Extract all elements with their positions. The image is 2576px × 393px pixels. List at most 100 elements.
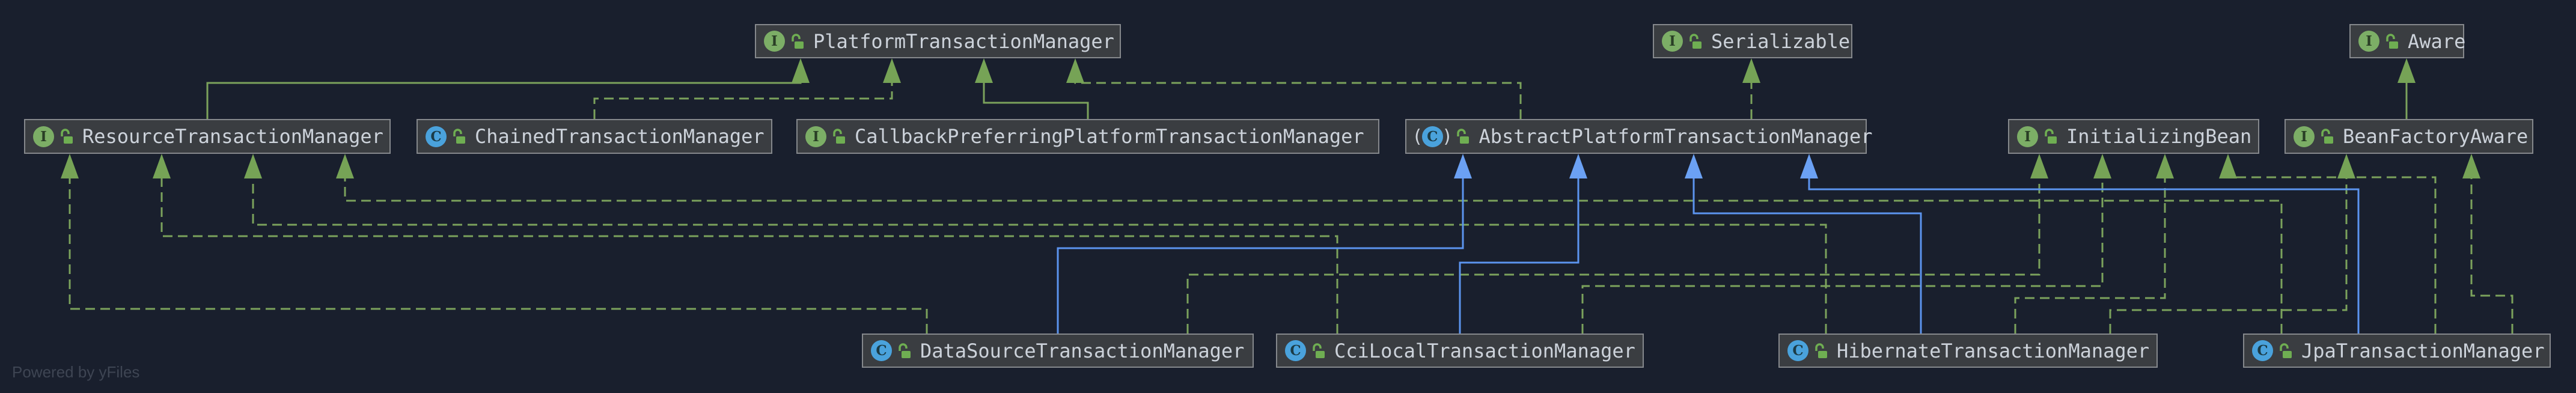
public-lock-icon: [1815, 343, 1827, 358]
interface-icon: I: [2017, 126, 2038, 147]
yfiles-watermark: Powered by yFiles: [12, 363, 140, 381]
interface-icon-group: I: [33, 126, 74, 147]
edge-extends-data-source-transaction-manager-to-abstract-platform-transaction-manager: [1057, 177, 1464, 334]
interface-icon-group: I: [1662, 31, 1703, 52]
class-node-serializable[interactable]: I Serializable: [1653, 24, 1852, 58]
implements-arrowhead-icon: [61, 154, 79, 178]
interface-icon: I: [764, 31, 785, 52]
edge-implements-jpa-transaction-manager-to-initializing-bean: [2228, 176, 2437, 334]
public-lock-icon: [61, 129, 73, 144]
public-lock-icon: [899, 343, 911, 358]
interface-icon: I: [805, 126, 826, 147]
extends-arrowhead-icon: [2397, 58, 2416, 83]
class-node-chained-transaction-manager[interactable]: C ChainedTransactionManager: [417, 119, 772, 154]
edge-extends-resource-transaction-manager-to-platform-transaction-manager: [206, 82, 802, 119]
class-node-label: JpaTransactionManager: [2301, 339, 2545, 362]
edge-extends-jpa-transaction-manager-to-abstract-platform-transaction-manager: [1808, 177, 2360, 334]
edge-implements-abstract-platform-transaction-manager-to-platform-transaction-manager: [1074, 82, 1522, 119]
abstract-class-icon-group: (C): [1414, 126, 1470, 147]
interface-icon: I: [2358, 31, 2379, 52]
implements-arrowhead-icon: [2337, 154, 2355, 178]
interface-icon-group: I: [764, 31, 805, 52]
class-icon-group: C: [2252, 340, 2293, 361]
class-node-resource-transaction-manager[interactable]: I ResourceTransactionManager: [24, 119, 391, 154]
interface-icon-group: I: [805, 126, 846, 147]
class-node-abstract-platform-transaction-manager[interactable]: (C) AbstractPlatformTransactionManager: [1405, 119, 1872, 154]
interface-icon-group: I: [2358, 31, 2399, 52]
interface-icon: I: [2294, 126, 2315, 147]
public-lock-icon: [2386, 33, 2398, 49]
implements-arrowhead-icon: [2156, 154, 2174, 178]
class-node-label: InitializingBean: [2066, 125, 2252, 148]
class-node-jpa-transaction-manager[interactable]: C JpaTransactionManager: [2243, 334, 2551, 368]
public-lock-icon: [2280, 343, 2292, 358]
class-icon: C: [1787, 340, 1808, 361]
public-lock-icon: [792, 33, 804, 49]
public-lock-icon: [833, 129, 845, 144]
class-node-label: ChainedTransactionManager: [475, 125, 765, 148]
class-icon-group: C: [871, 340, 912, 361]
edge-extends-callback-preferring-platform-transaction-manager-to-platform-transaction-manager: [983, 82, 1089, 119]
interface-icon: I: [1662, 31, 1683, 52]
implements-arrowhead-icon: [2093, 154, 2111, 178]
extends-arrowhead-icon: [792, 58, 810, 83]
class-icon: C: [2252, 340, 2273, 361]
public-lock-icon: [2321, 129, 2333, 144]
extends-arrowhead-icon: [1685, 154, 1703, 178]
edge-implements-hibernate-transaction-manager-to-resource-transaction-manager: [252, 177, 1827, 334]
edge-implements-hibernate-transaction-manager-to-initializing-bean: [2014, 177, 2166, 334]
extends-arrowhead-icon: [1569, 154, 1587, 178]
class-node-label: AbstractPlatformTransactionManager: [1479, 125, 1873, 148]
class-node-label: HibernateTransactionManager: [1837, 339, 2150, 362]
implements-arrowhead-icon: [2030, 154, 2048, 178]
implements-arrowhead-icon: [153, 154, 171, 178]
abstract-paren: ): [1443, 126, 1451, 147]
implements-arrowhead-icon: [336, 154, 354, 178]
interface-icon-group: I: [2017, 126, 2058, 147]
edge-implements-chained-transaction-manager-to-platform-transaction-manager: [593, 82, 893, 119]
abstract-class-icon: C: [1421, 126, 1443, 147]
implements-arrowhead-icon: [2462, 154, 2480, 178]
class-node-hibernate-transaction-manager[interactable]: C HibernateTransactionManager: [1778, 334, 2158, 368]
class-node-aware[interactable]: I Aware: [2349, 24, 2466, 58]
edge-implements-data-source-transaction-manager-to-resource-transaction-manager: [69, 177, 928, 334]
edge-extends-cci-local-transaction-manager-to-abstract-platform-transaction-manager: [1459, 177, 1579, 334]
edge-extends-hibernate-transaction-manager-to-abstract-platform-transaction-manager: [1692, 177, 1922, 334]
class-icon: C: [871, 340, 892, 361]
implements-arrowhead-icon: [883, 58, 901, 83]
class-node-cci-local-transaction-manager[interactable]: C CciLocalTransactionManager: [1276, 334, 1644, 368]
edge-implements-jpa-transaction-manager-to-bean-factory-aware: [2470, 177, 2513, 334]
edge-implements-cci-local-transaction-manager-to-resource-transaction-manager: [160, 177, 1338, 334]
class-node-bean-factory-aware[interactable]: I BeanFactoryAware: [2285, 119, 2533, 154]
class-icon-group: C: [1285, 340, 1326, 361]
public-lock-icon: [1689, 33, 1702, 49]
implements-arrowhead-icon: [1742, 58, 1760, 83]
class-node-platform-transaction-manager[interactable]: I PlatformTransactionManager: [755, 24, 1121, 58]
class-node-initializing-bean[interactable]: I InitializingBean: [2008, 119, 2259, 154]
interface-icon-group: I: [2294, 126, 2334, 147]
edge-implements-data-source-transaction-manager-to-initializing-bean: [1186, 177, 2040, 334]
class-node-label: BeanFactoryAware: [2343, 125, 2529, 148]
public-lock-icon: [2045, 129, 2057, 144]
class-node-label: Aware: [2408, 29, 2466, 53]
class-icon-group: C: [1787, 340, 1828, 361]
public-lock-icon: [1313, 343, 1325, 358]
class-node-label: ResourceTransactionManager: [82, 125, 383, 148]
implements-arrowhead-icon: [244, 154, 262, 178]
class-node-callback-preferring-platform-transaction-manager[interactable]: I CallbackPreferringPlatformTransactionM…: [796, 119, 1379, 154]
implements-arrowhead-icon: [1066, 58, 1084, 83]
edge-implements-cci-local-transaction-manager-to-initializing-bean: [1581, 177, 2104, 334]
class-node-label: CciLocalTransactionManager: [1334, 339, 1635, 362]
class-icon: C: [1285, 340, 1306, 361]
class-icon-group: C: [426, 126, 466, 147]
class-node-data-source-transaction-manager[interactable]: C DataSourceTransactionManager: [862, 334, 1254, 368]
public-lock-icon: [1457, 129, 1470, 144]
interface-icon: I: [33, 126, 54, 147]
implements-arrowhead-icon: [2219, 154, 2237, 178]
class-node-label: Serializable: [1711, 29, 1851, 53]
public-lock-icon: [453, 129, 465, 144]
class-node-label: DataSourceTransactionManager: [920, 339, 1245, 362]
abstract-paren: (: [1414, 126, 1421, 147]
class-node-label: PlatformTransactionManager: [813, 29, 1114, 53]
